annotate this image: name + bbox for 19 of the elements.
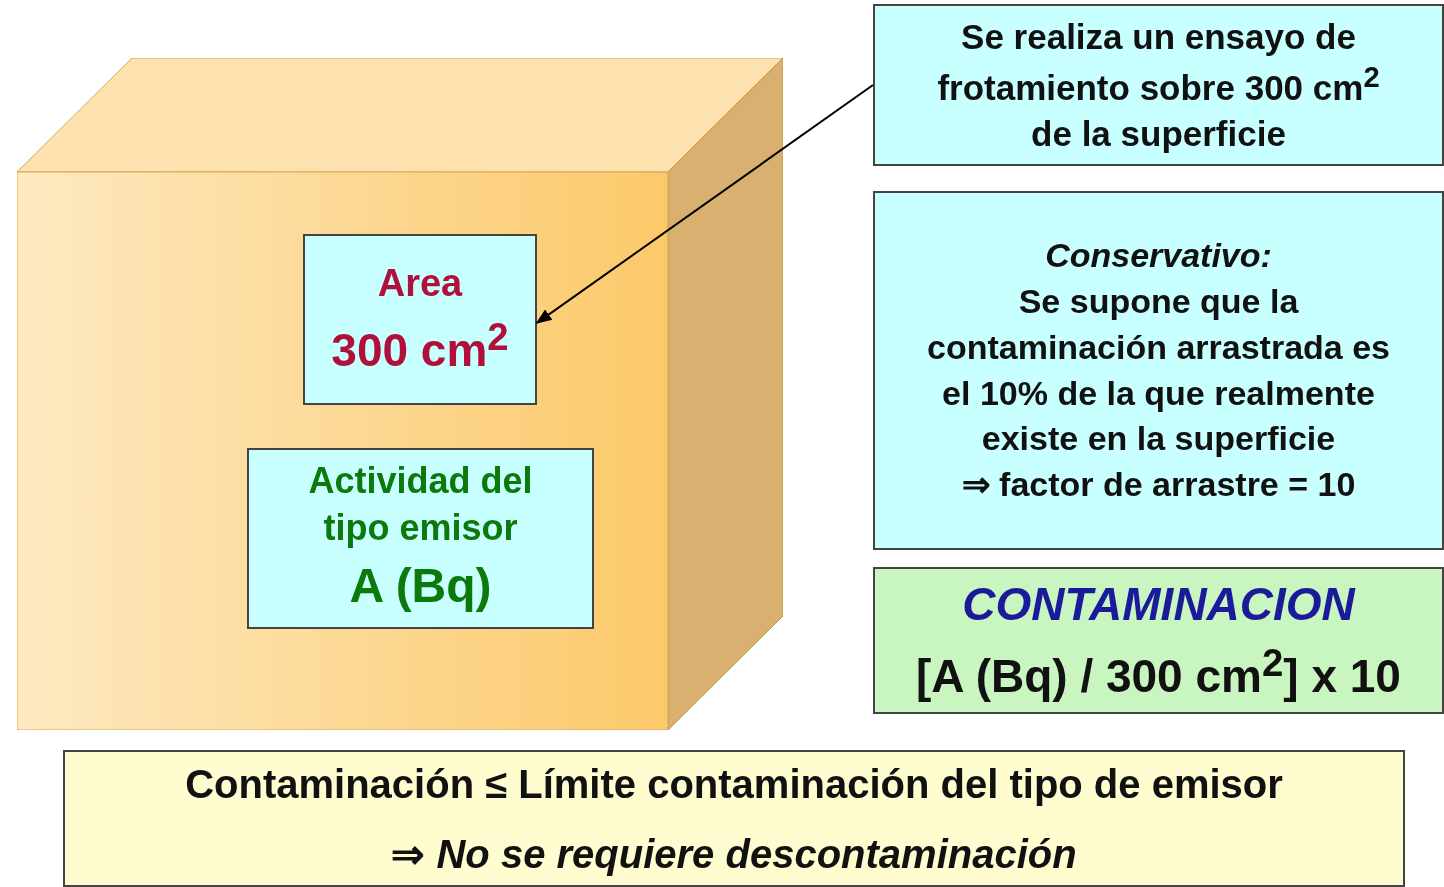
box-text: ⇒ No se requiere descontaminación <box>391 830 1077 878</box>
arrow <box>535 84 874 324</box>
text-box <box>873 567 1444 714</box>
text-box <box>873 4 1444 166</box>
box-text: 300 cm$^{2}$ <box>331 313 509 379</box>
box-text: A (Bq) <box>349 557 492 614</box>
box-text: Se supone que la contaminación arrastrada es el 10% de la que realmente existe en la superficie <box>926 280 1391 460</box>
box-text: Area <box>377 260 463 306</box>
text-box <box>247 448 594 629</box>
text-box <box>873 191 1444 550</box>
box-text: Conservativo: <box>1045 234 1272 276</box>
box-text: Actividad del tipo emisor <box>307 459 534 550</box>
box-text: Se realiza un ensayo de frotamiento sobre 300 cm$^{2}$ de la superficie <box>936 15 1381 155</box>
box-text: [A (Bq) / 300 cm$^{2}$] x 10 <box>916 640 1401 705</box>
box-text: CONTAMINACION <box>962 576 1355 632</box>
box-text: Contaminación ≤ Límite contaminación del tipo de emisor <box>185 760 1283 808</box>
box-text: ⇒ factor de arrastre = 10 <box>961 464 1356 506</box>
text-box <box>303 234 537 405</box>
text-box <box>63 750 1405 887</box>
